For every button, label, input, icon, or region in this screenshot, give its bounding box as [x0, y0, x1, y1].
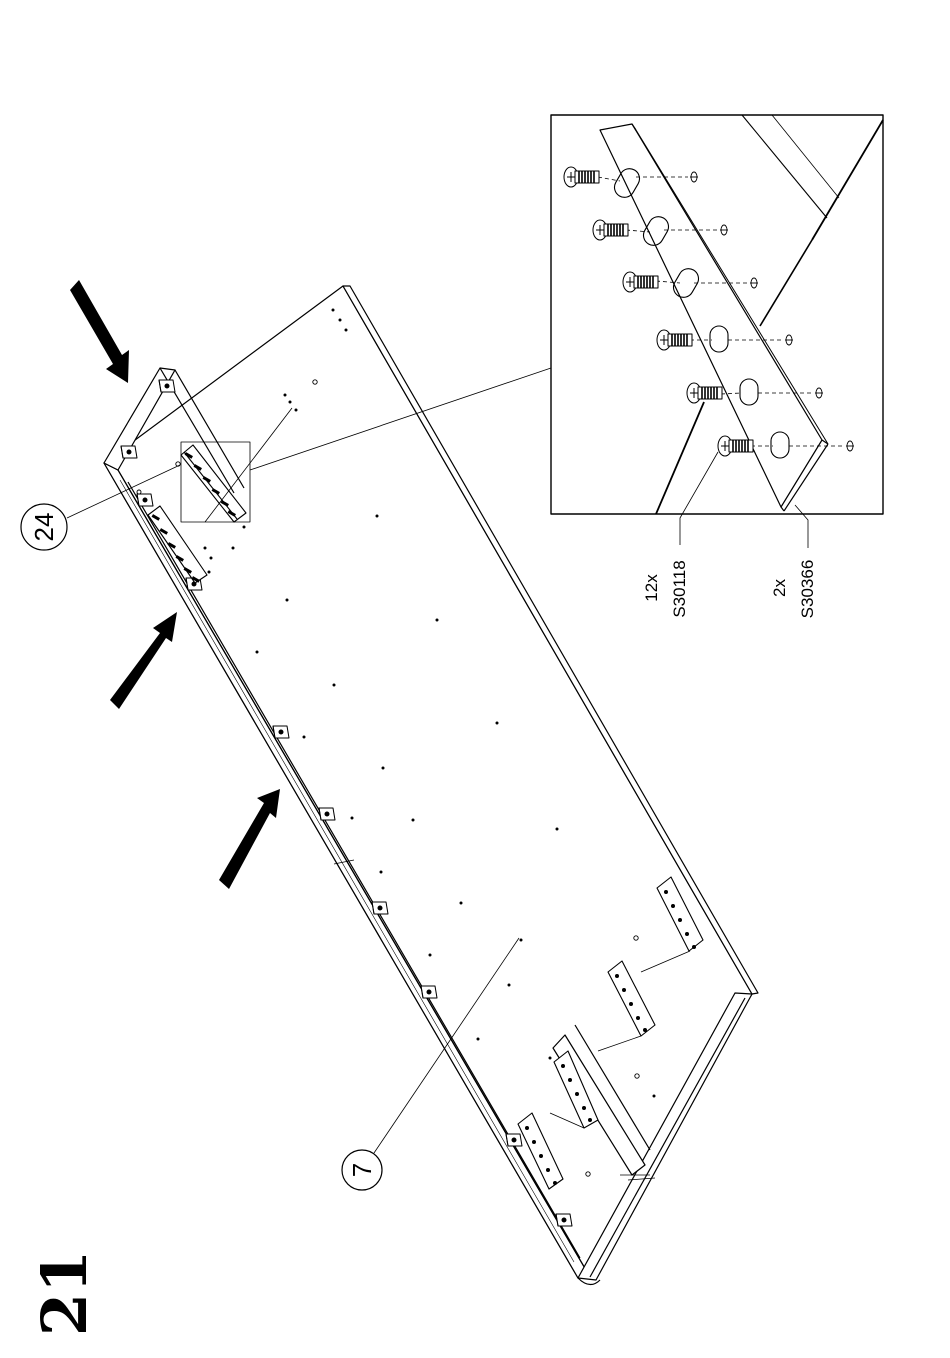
hardware-qty-2: 2x	[770, 579, 789, 597]
callout-7-label: 7	[347, 1163, 377, 1177]
hardware-qty-1: 12x	[642, 574, 661, 602]
callout-24-label: 24	[29, 513, 59, 542]
hardware-labels: 12x S30118 2x S30366	[642, 560, 817, 619]
step-number: 21	[28, 1250, 101, 1336]
arrow-mid-icon	[110, 612, 177, 709]
hardware-code-1: S30118	[670, 560, 689, 617]
arrow-low-icon	[219, 789, 280, 889]
hardware-code-2: S30366	[798, 560, 817, 619]
arrow-top-icon	[70, 280, 129, 383]
